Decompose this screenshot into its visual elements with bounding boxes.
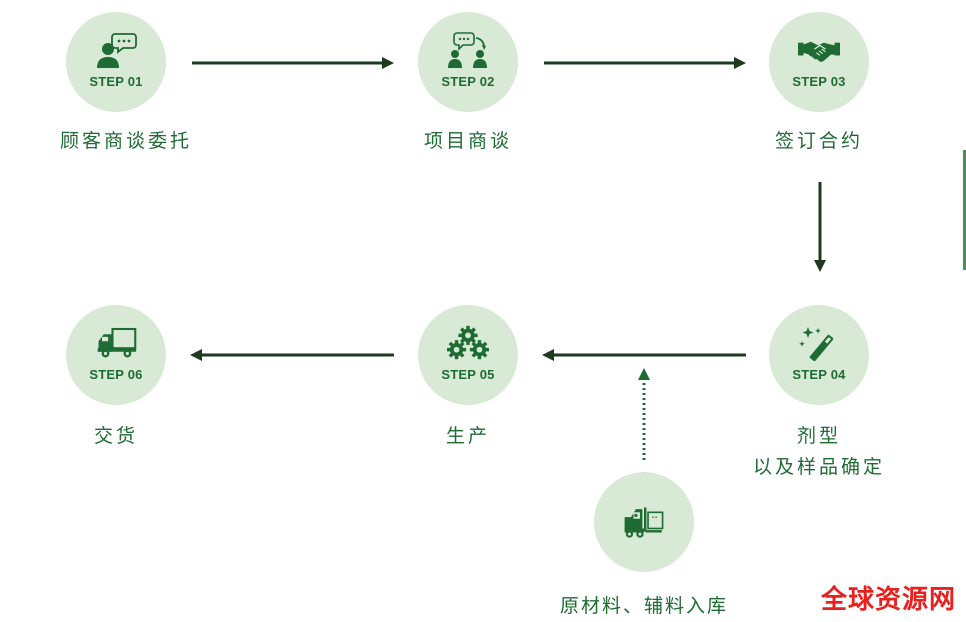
step-01-circle: STEP 01 [66, 12, 166, 112]
truck-icon [95, 325, 137, 361]
step-02-circle: STEP 02 [418, 12, 518, 112]
step-04-caption-line1: 剂型 [796, 425, 841, 447]
arrow-materials-to-production [638, 368, 650, 462]
step-06-caption: 交货 [93, 425, 138, 447]
magic-wand-icon [798, 325, 840, 361]
step-02-label: STEP 02 [441, 73, 495, 89]
edge-accent-bar [963, 150, 966, 270]
gears-icon [447, 325, 489, 361]
materials-circle [594, 472, 694, 572]
step-04-caption-line2: 以及样品确定 [752, 456, 885, 478]
arrow-step01-to-step02 [192, 57, 394, 69]
step-03-circle: STEP 03 [769, 12, 869, 112]
arrow-step02-to-step03 [544, 57, 746, 69]
consultant-speech-icon [95, 32, 137, 68]
discussion-icon [447, 31, 489, 68]
step-06-circle: STEP 06 [66, 305, 166, 405]
step-03-caption: 签订合约 [774, 130, 863, 152]
step-06-label: STEP 06 [89, 366, 143, 382]
watermark-text: 全球资源网 [820, 585, 956, 615]
step-02-caption: 项目商谈 [423, 130, 512, 152]
forklift-icon [623, 504, 665, 540]
step-05-circle: STEP 05 [418, 305, 518, 405]
handshake-icon [798, 32, 840, 68]
arrow-step03-to-step04 [814, 182, 826, 272]
step-05-caption: 生产 [445, 425, 490, 447]
step-04-circle: STEP 04 [769, 305, 869, 405]
arrow-step04-to-step05 [542, 349, 746, 361]
step-05-label: STEP 05 [441, 366, 495, 382]
step-03-label: STEP 03 [792, 73, 846, 89]
step-01-caption: 顾客商谈委托 [59, 130, 192, 152]
step-01-label: STEP 01 [89, 73, 143, 89]
materials-caption: 原材料、辅料入库 [559, 595, 728, 617]
arrow-step05-to-step06 [190, 349, 394, 361]
step-04-label: STEP 04 [792, 366, 846, 382]
